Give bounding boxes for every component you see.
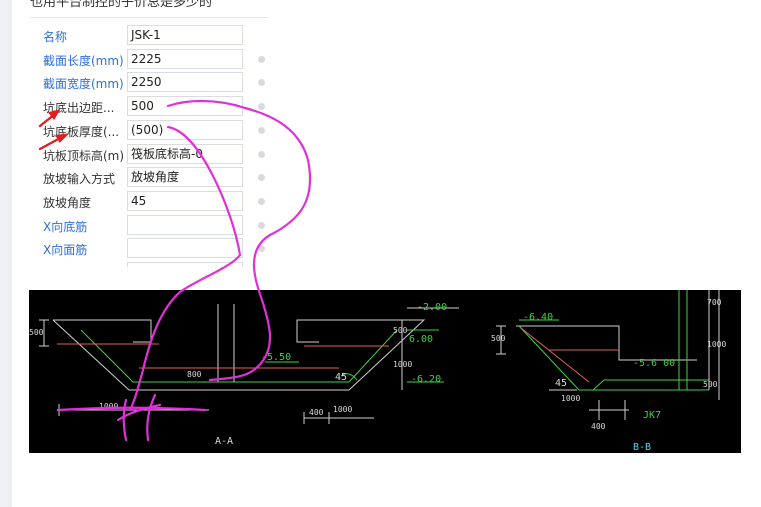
angle-label: 45 [335,372,348,383]
level-label: -5.6 00 [633,358,676,369]
element-label: JK7 [643,410,662,421]
property-label: 放坡输入方式 [43,172,116,187]
property-value-field[interactable]: 2225 [127,48,243,69]
property-value-field[interactable]: 2250 [127,72,243,93]
property-option-icon[interactable] [258,197,265,205]
header-text: 也用平台制控的子价总是多少的 [30,0,213,10]
property-label: 名称 [43,30,68,44]
dim-label: 500 [393,326,408,335]
dim-label: 800 [187,370,202,379]
level-label: -6.40 [523,312,554,323]
dim-label: 500 [29,328,44,337]
dim-label: 400 [309,408,324,417]
property-row: 坑底出边距... 500 [30,96,268,119]
property-value-field[interactable] [127,238,243,259]
dim-label: 1000 [561,394,581,403]
dim-label: 1000 [393,360,413,369]
property-row: X向底筋 [30,214,268,238]
property-option-icon[interactable] [258,55,265,63]
dim-label: 500 [703,380,718,389]
property-row: 截面长度(mm)2225 [30,48,268,72]
property-row [30,262,268,267]
property-value-field[interactable]: 500 [127,96,243,117]
property-label: 坑板顶标高(m) [43,148,125,163]
property-row: 放坡输入方式放坡角度 [30,167,268,190]
property-label: X向底筋 [43,219,88,234]
property-label: 截面宽度(mm) [43,77,124,92]
cad-linework [39,290,720,424]
dim-label: 1000 [333,405,353,414]
level-label: 6.00 [409,334,434,345]
property-option-icon[interactable] [258,174,265,182]
property-option-icon[interactable] [258,103,265,111]
level-label: -2.00 [417,302,448,313]
dim-label: 400 [591,422,606,431]
property-row: 坑底板厚度(... (500) [30,119,268,143]
property-row: 放坡角度 45 [30,190,268,214]
level-label: -6.20 [411,374,442,385]
property-value-field[interactable] [127,214,243,235]
cad-drawing: -2.00 -5.50 6.00 -6.20 45 500 800 1000 4… [29,290,741,453]
section-label: B-B [633,442,652,453]
dim-label: 500 [491,334,506,343]
property-row: X向面筋 [30,238,268,261]
dim-label: 1000 [707,340,727,349]
window-left-edge [0,0,12,507]
property-row: 坑板顶标高(m)筏板底标高-0 [30,143,268,167]
property-label: 坑底板厚度(... [43,124,120,139]
property-value-field[interactable]: 45 [127,190,243,211]
dim-label: 700 [707,298,722,307]
property-option-icon[interactable] [258,150,265,158]
section-label: A-A [215,436,234,447]
property-option-icon[interactable] [258,79,265,87]
property-label: 放坡角度 [43,195,92,210]
level-label: -5.50 [261,352,292,363]
property-option-icon[interactable] [258,126,265,134]
property-label: X向面筋 [43,243,88,258]
property-value-field[interactable] [127,262,243,267]
property-option-icon[interactable] [258,221,265,229]
property-label: 坑底出边距... [43,101,115,116]
property-value-field[interactable]: 放坡角度 [127,167,243,188]
property-option-icon[interactable] [258,245,265,253]
property-value-field[interactable]: (500) [127,119,243,140]
property-row: 截面宽度(mm)2250 [30,72,268,95]
dim-label: 1000 [99,402,119,411]
property-label: 截面长度(mm) [43,53,124,68]
angle-label: 45 [555,378,568,389]
property-value-field[interactable]: JSK-1 [127,25,243,45]
property-value-field[interactable]: 筏板底标高-0 [127,143,243,164]
property-row: 名称 JSK-1 [30,25,268,48]
